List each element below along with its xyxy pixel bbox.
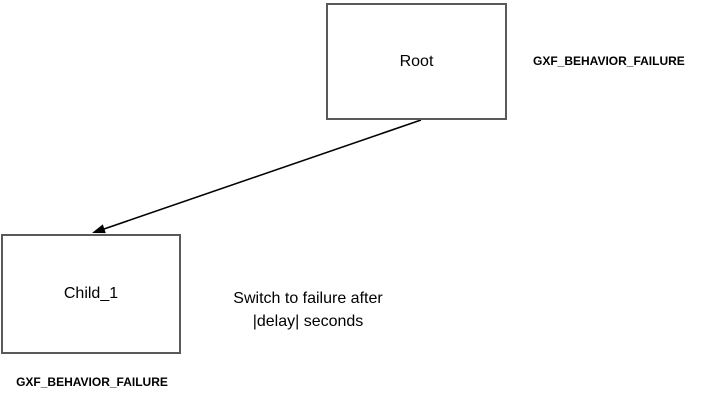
edge-annotation: Switch to failure after |delay| seconds (198, 287, 418, 333)
node-root-label: Root (399, 52, 434, 70)
node-child-1-status-label: GXF_BEHAVIOR_FAILURE (16, 375, 168, 389)
edge-line (103, 119, 422, 230)
node-child-1[interactable]: Child_1 (1, 234, 181, 354)
edge-annotation-line1: Switch to failure after (233, 290, 383, 307)
edge-arrowhead (92, 224, 106, 234)
node-child-1-label: Child_1 (63, 285, 119, 302)
node-root-status-label: GXF_BEHAVIOR_FAILURE (533, 54, 685, 68)
node-root[interactable]: Root (326, 3, 507, 120)
edge-annotation-line2: |delay| seconds (252, 313, 364, 330)
